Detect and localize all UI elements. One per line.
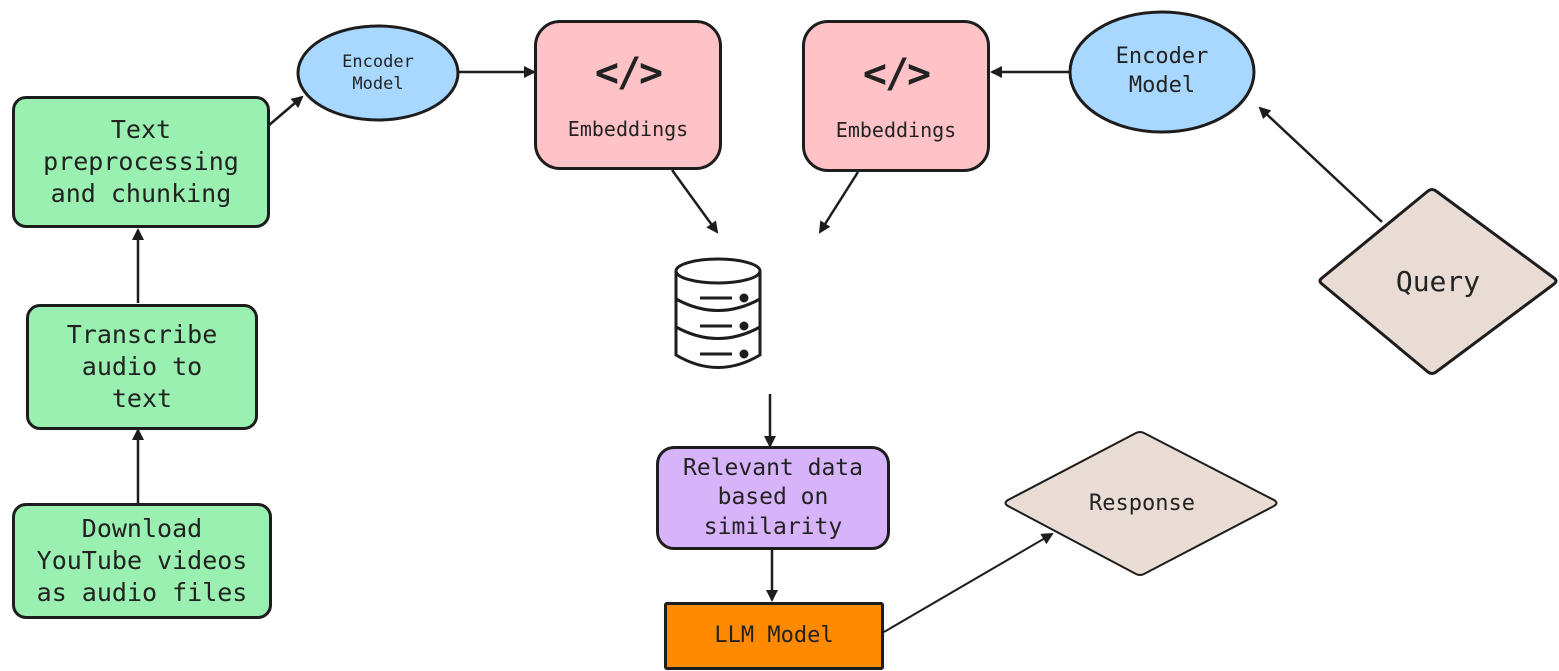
embeddings-right-node[interactable]: </> Embeddings [802,20,990,172]
code-icon: </> [594,49,663,96]
embeddings-right-label: Embeddings [835,117,957,142]
llm-model-node[interactable]: LLM Model [664,602,884,670]
arrow-embeddings-left-to-db [670,169,719,234]
transcribe-node[interactable]: Transcribe audio to text [26,304,258,430]
arrow-preprocess-to-encoder [267,95,304,127]
response-node[interactable] [1004,431,1278,576]
query-node[interactable] [1318,188,1558,375]
arrow-llm-to-response [883,532,1054,633]
relevant-data-node[interactable]: Relevant data based on similarity [656,446,890,550]
encoder-model-left[interactable] [296,24,460,122]
download-youtube-label: Download YouTube videos as audio files [36,514,248,607]
preprocess-label: Text preprocessing and chunking [43,115,239,208]
arrow-embeddings-right-to-db [818,171,860,234]
download-youtube-node[interactable]: Download YouTube videos as audio files [12,503,272,619]
transcribe-label: Transcribe audio to text [66,320,218,413]
llm-model-label: LLM Model [714,622,834,648]
database-icon [674,257,762,369]
encoder-model-right[interactable] [1068,10,1256,134]
arrow-query-to-encoder-right [1258,106,1383,223]
code-icon: </> [862,50,931,97]
relevant-data-label: Relevant data based on similarity [682,454,863,540]
embeddings-left-label: Embeddings [567,116,689,141]
embeddings-left-node[interactable]: </> Embeddings [534,20,722,170]
preprocess-node[interactable]: Text preprocessing and chunking [12,96,270,228]
